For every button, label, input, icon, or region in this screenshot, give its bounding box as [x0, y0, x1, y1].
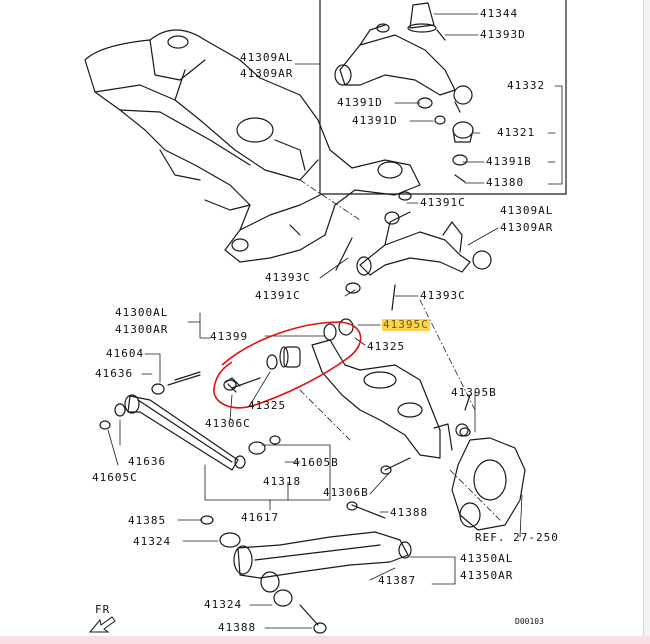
label-41325-a: 41325	[367, 340, 406, 353]
bolts-drawing	[174, 371, 471, 519]
inset-upper-arm-drawing	[334, 2, 474, 183]
label-41385: 41385	[128, 514, 167, 527]
red-annotation-circle	[213, 321, 362, 409]
label-41324-a: 41324	[133, 535, 172, 548]
label-41324-b: 41324	[204, 598, 243, 611]
leader-lines	[107, 13, 563, 629]
label-41636-a: 41636	[95, 367, 134, 380]
label-41391C-a: 41391C	[420, 196, 466, 209]
crossmember-drawing	[84, 29, 421, 263]
upper-arm-drawing	[335, 191, 492, 311]
diagram-artwork	[84, 0, 567, 634]
label-41350AL: 41350AL	[460, 552, 514, 565]
label-41395C-highlighted: 41395C	[382, 318, 430, 331]
lower-link-drawing	[200, 515, 412, 634]
label-41393C-b: 41393C	[420, 289, 466, 302]
label-41605C: 41605C	[92, 471, 138, 484]
window-edge-bottom	[0, 636, 650, 644]
lower-arm-drawing	[311, 318, 453, 459]
label-41309AR-top: 41309AR	[240, 67, 294, 80]
label-41391D-b: 41391D	[352, 114, 398, 127]
bushing-drawing	[223, 346, 301, 393]
knuckle-drawing	[451, 394, 526, 531]
label-41332: 41332	[507, 79, 546, 92]
toe-link-drawing	[99, 374, 281, 471]
label-41393C-a: 41393C	[265, 271, 311, 284]
label-ref-27-250: REF. 27-250	[475, 531, 559, 544]
label-41318: 41318	[263, 475, 302, 488]
label-41380: 41380	[486, 176, 525, 189]
label-41309AR-mid: 41309AR	[500, 221, 554, 234]
label-41388-b: 41388	[218, 621, 257, 634]
label-41399: 41399	[210, 330, 249, 343]
label-41306C: 41306C	[205, 417, 251, 430]
centerlines	[299, 179, 501, 521]
label-41350AR: 41350AR	[460, 569, 514, 582]
label-41604: 41604	[106, 347, 145, 360]
label-41605B: 41605B	[293, 456, 339, 469]
label-41617: 41617	[241, 511, 280, 524]
label-41395B: 41395B	[451, 386, 497, 399]
label-fr: FR	[95, 603, 111, 616]
label-41636-b: 41636	[128, 455, 167, 468]
label-41321: 41321	[497, 126, 536, 139]
label-41393D: 41393D	[480, 28, 526, 41]
front-arrow-icon	[88, 616, 116, 633]
label-41391D-a: 41391D	[337, 96, 383, 109]
label-41391C-b: 41391C	[255, 289, 301, 302]
label-41325-b: 41325	[248, 399, 287, 412]
inset-box	[319, 0, 567, 195]
label-41300AL: 41300AL	[115, 306, 169, 319]
window-edge-right	[643, 0, 650, 644]
label-41388-a: 41388	[390, 506, 429, 519]
label-41300AR: 41300AR	[115, 323, 169, 336]
label-41391B: 41391B	[486, 155, 532, 168]
label-drawing-number: D00103	[515, 617, 544, 626]
label-41309AL-mid: 41309AL	[500, 204, 554, 217]
label-41306B: 41306B	[323, 486, 369, 499]
label-41344: 41344	[480, 7, 519, 20]
label-41387: 41387	[378, 574, 417, 587]
label-41309AL-top: 41309AL	[240, 51, 294, 64]
